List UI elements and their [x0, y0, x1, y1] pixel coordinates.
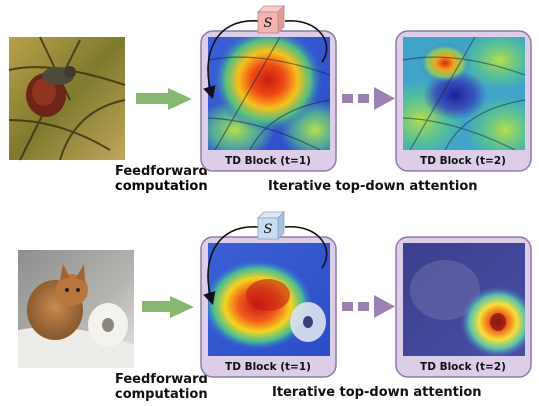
feedforward-label-line2: computation	[115, 387, 208, 402]
iterative-arrow	[342, 87, 395, 110]
s-symbol: S	[264, 222, 273, 237]
feedforward-label-line1: Feedforward	[115, 372, 208, 387]
iterative-attention-label: Iterative top-down attention	[272, 385, 482, 400]
td-block-1-label: TD Block (t=1)	[225, 361, 311, 373]
td-block-2-label: TD Block (t=2)	[420, 361, 506, 373]
td-block-2: TD Block (t=2)	[395, 30, 532, 172]
bird-input-image	[8, 36, 126, 161]
feedforward-label-line1: Feedforward	[115, 164, 208, 179]
feedback-loop	[203, 20, 328, 100]
feedback-loop	[203, 226, 328, 306]
td-block-1-label: TD Block (t=1)	[225, 155, 311, 167]
s-cube: S	[257, 5, 285, 34]
feedforward-label-line2: computation	[115, 179, 208, 194]
iterative-arrow	[342, 295, 395, 318]
iterative-attention-label: Iterative top-down attention	[268, 179, 478, 194]
td-block-2: TD Block (t=2)	[395, 236, 532, 378]
td-block-2-label: TD Block (t=2)	[420, 155, 506, 167]
row-cat: Feedforward computation TD Block (t=1) S	[18, 211, 532, 402]
td-block-1: TD Block (t=1)	[200, 236, 337, 378]
td-block-1: TD Block (t=1)	[200, 30, 337, 172]
s-cube: S	[257, 211, 285, 240]
cat-input-image	[18, 250, 134, 368]
s-symbol: S	[264, 16, 273, 31]
row-bird: Feedforward computation TD Block (t=1)	[8, 5, 532, 194]
